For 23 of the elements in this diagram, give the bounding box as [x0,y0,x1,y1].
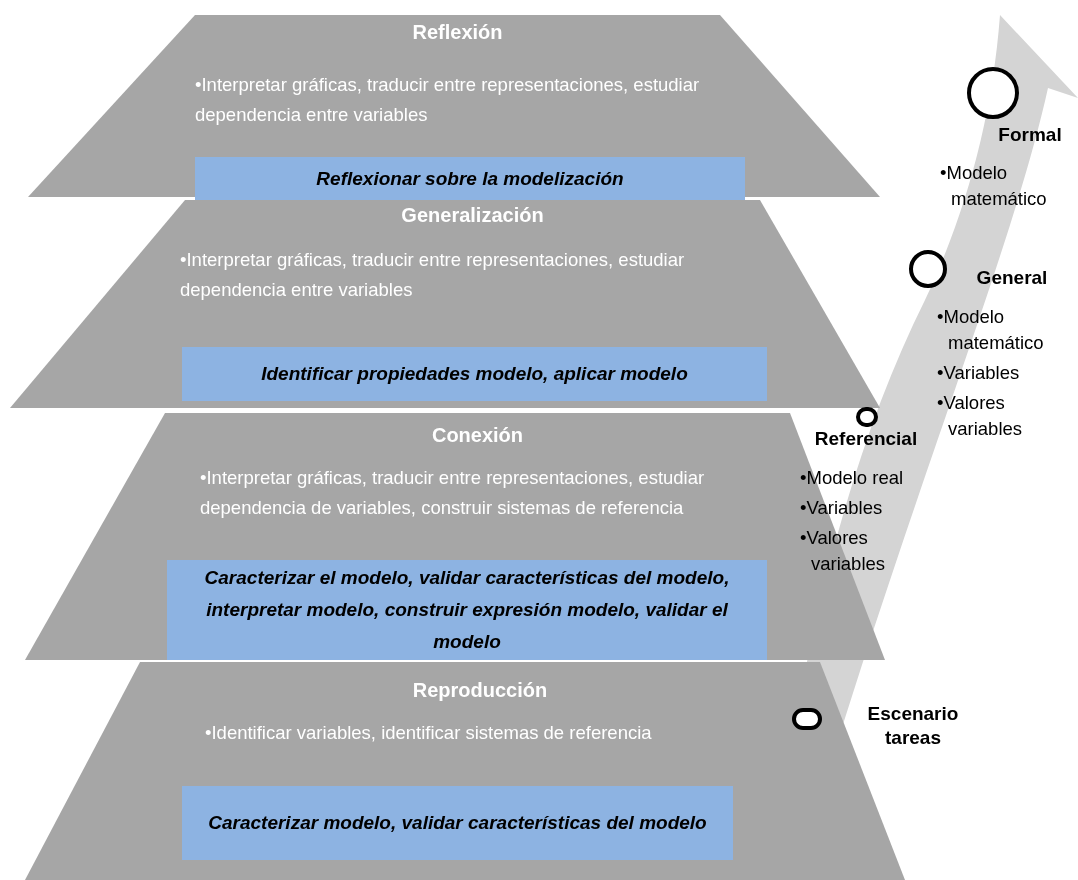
level-title: Generalización [400,203,545,228]
bullet-text: •Interpretar gráficas, traducir entre representaciones, estudiar dependencia entre variables [195,73,701,127]
bullet-text: •Interpretar gráficas, traducir entre representaciones, estudiar dependencia entre variables [180,248,686,302]
bullet-text: •Identificar variables, identificar sistemas de referencia [205,721,653,745]
activity-box: Caracterizar modelo, validar características del modelo [182,786,733,860]
bullet-text: •Variables [937,361,1021,385]
bullet-text: •Interpretar gráficas, traducir entre representaciones, estudiar dependencia de variables, construir sistemas de referencia [200,466,706,520]
level-title: General [975,266,1049,290]
bullet-text: •Valores variables [937,391,1024,441]
bullet-text: •Variables [800,496,884,520]
activity-box: Reflexionar sobre la modelización [195,157,745,200]
level-title: Formal [997,123,1063,147]
activity-box: Caracterizar el modelo, validar características del modelo, interpretar modelo, construir expresión modelo, validar el modelo [167,560,767,660]
level-title: Reproducción [411,678,549,703]
bullet-text: •Modelo real [800,466,905,490]
level-title: Referencial [813,427,919,451]
bullet-text: •Modelo matemático [937,305,1045,355]
bullet-text: •Valores variables [800,526,887,576]
level-title: Escenario tareas [866,702,960,750]
level-title: Reflexión [411,20,504,45]
activity-box: Identificar propiedades modelo, aplicar modelo [182,347,767,401]
level-title: Conexión [430,423,525,448]
bullet-text: •Modelo matemático [940,161,1048,211]
